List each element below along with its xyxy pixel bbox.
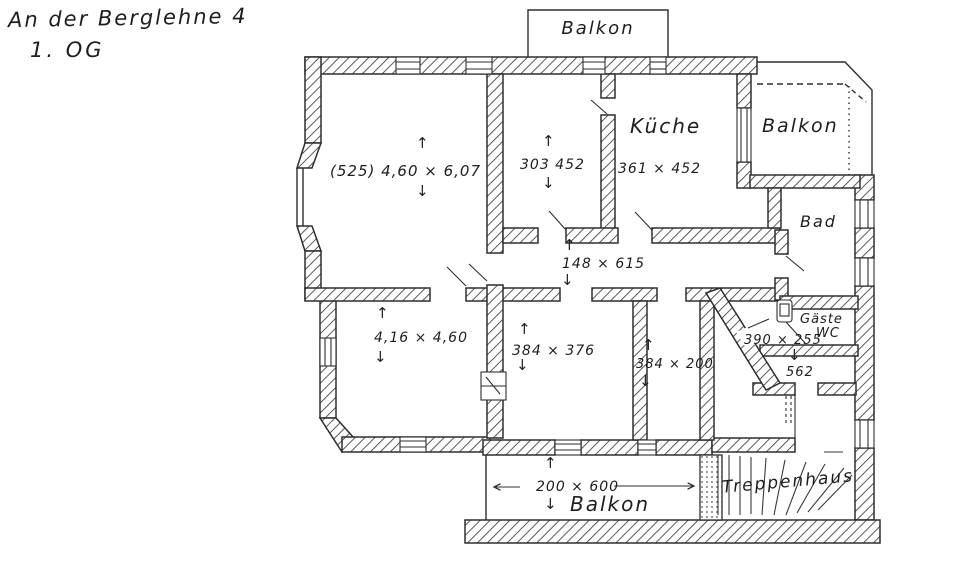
plan-title: An der Berglehne 4 — [7, 3, 248, 33]
dimension-balkon-bottom: 200 × 600 — [536, 479, 620, 495]
arrow-up-icon: ↑ — [376, 304, 389, 322]
arrow-down-icon: ↓ — [639, 372, 652, 390]
dimension-kueche: 361 × 452 — [618, 161, 702, 177]
room-label-gaeste-wc-1: Gäste — [800, 312, 843, 327]
dimension-room-384b: 384 × 200 — [636, 357, 714, 372]
arrow-up-icon: ↑ — [544, 454, 557, 472]
arrow-down-icon: ↓ — [416, 182, 429, 200]
dimension-room-303: 303 452 — [520, 157, 585, 173]
room-label-balkon-bottom: Balkon — [570, 492, 651, 516]
windows — [296, 56, 875, 456]
room-label-kueche: Küche — [630, 114, 702, 138]
dimension-living-room: (525) 4,60 × 6,07 — [330, 162, 482, 180]
arrow-down-icon: ↓ — [542, 174, 555, 192]
dimension-landing: 562 — [786, 365, 814, 380]
room-label-balkon-right: Balkon — [762, 115, 839, 137]
arrow-down-icon: ↓ — [516, 356, 529, 374]
interior-walls — [304, 73, 861, 521]
arrow-up-icon: ↑ — [642, 336, 655, 354]
arrow-up-icon: ↑ — [563, 236, 576, 254]
dimension-arrows — [494, 486, 694, 487]
dimension-corridor: 148 × 615 — [562, 256, 646, 272]
balconies — [485, 9, 873, 520]
stairs — [717, 451, 853, 516]
arrow-up-icon: ↑ — [416, 134, 429, 152]
dimension-room-384a: 384 × 376 — [512, 343, 596, 359]
dimension-hall: 390 × 255 — [744, 333, 822, 348]
arrow-up-icon: ↑ — [542, 132, 555, 150]
doors — [446, 99, 807, 438]
fixtures — [480, 299, 793, 401]
room-label-balkon-top: Balkon — [561, 18, 635, 39]
arrow-up-icon: ↑ — [518, 320, 531, 338]
arrow-down-icon: ↓ — [788, 346, 801, 364]
arrow-down-icon: ↓ — [561, 271, 574, 289]
room-label-bad: Bad — [800, 212, 837, 231]
arrow-down-icon: ↓ — [544, 495, 557, 513]
arrow-down-icon: ↓ — [374, 348, 387, 366]
plan-floor-label: 1. OG — [30, 38, 105, 62]
room-label-gaeste-wc-2: WC — [816, 326, 840, 341]
wc-toilet-fixture — [776, 299, 793, 323]
dimension-lower-left-room: 4,16 × 4,60 — [374, 330, 468, 346]
